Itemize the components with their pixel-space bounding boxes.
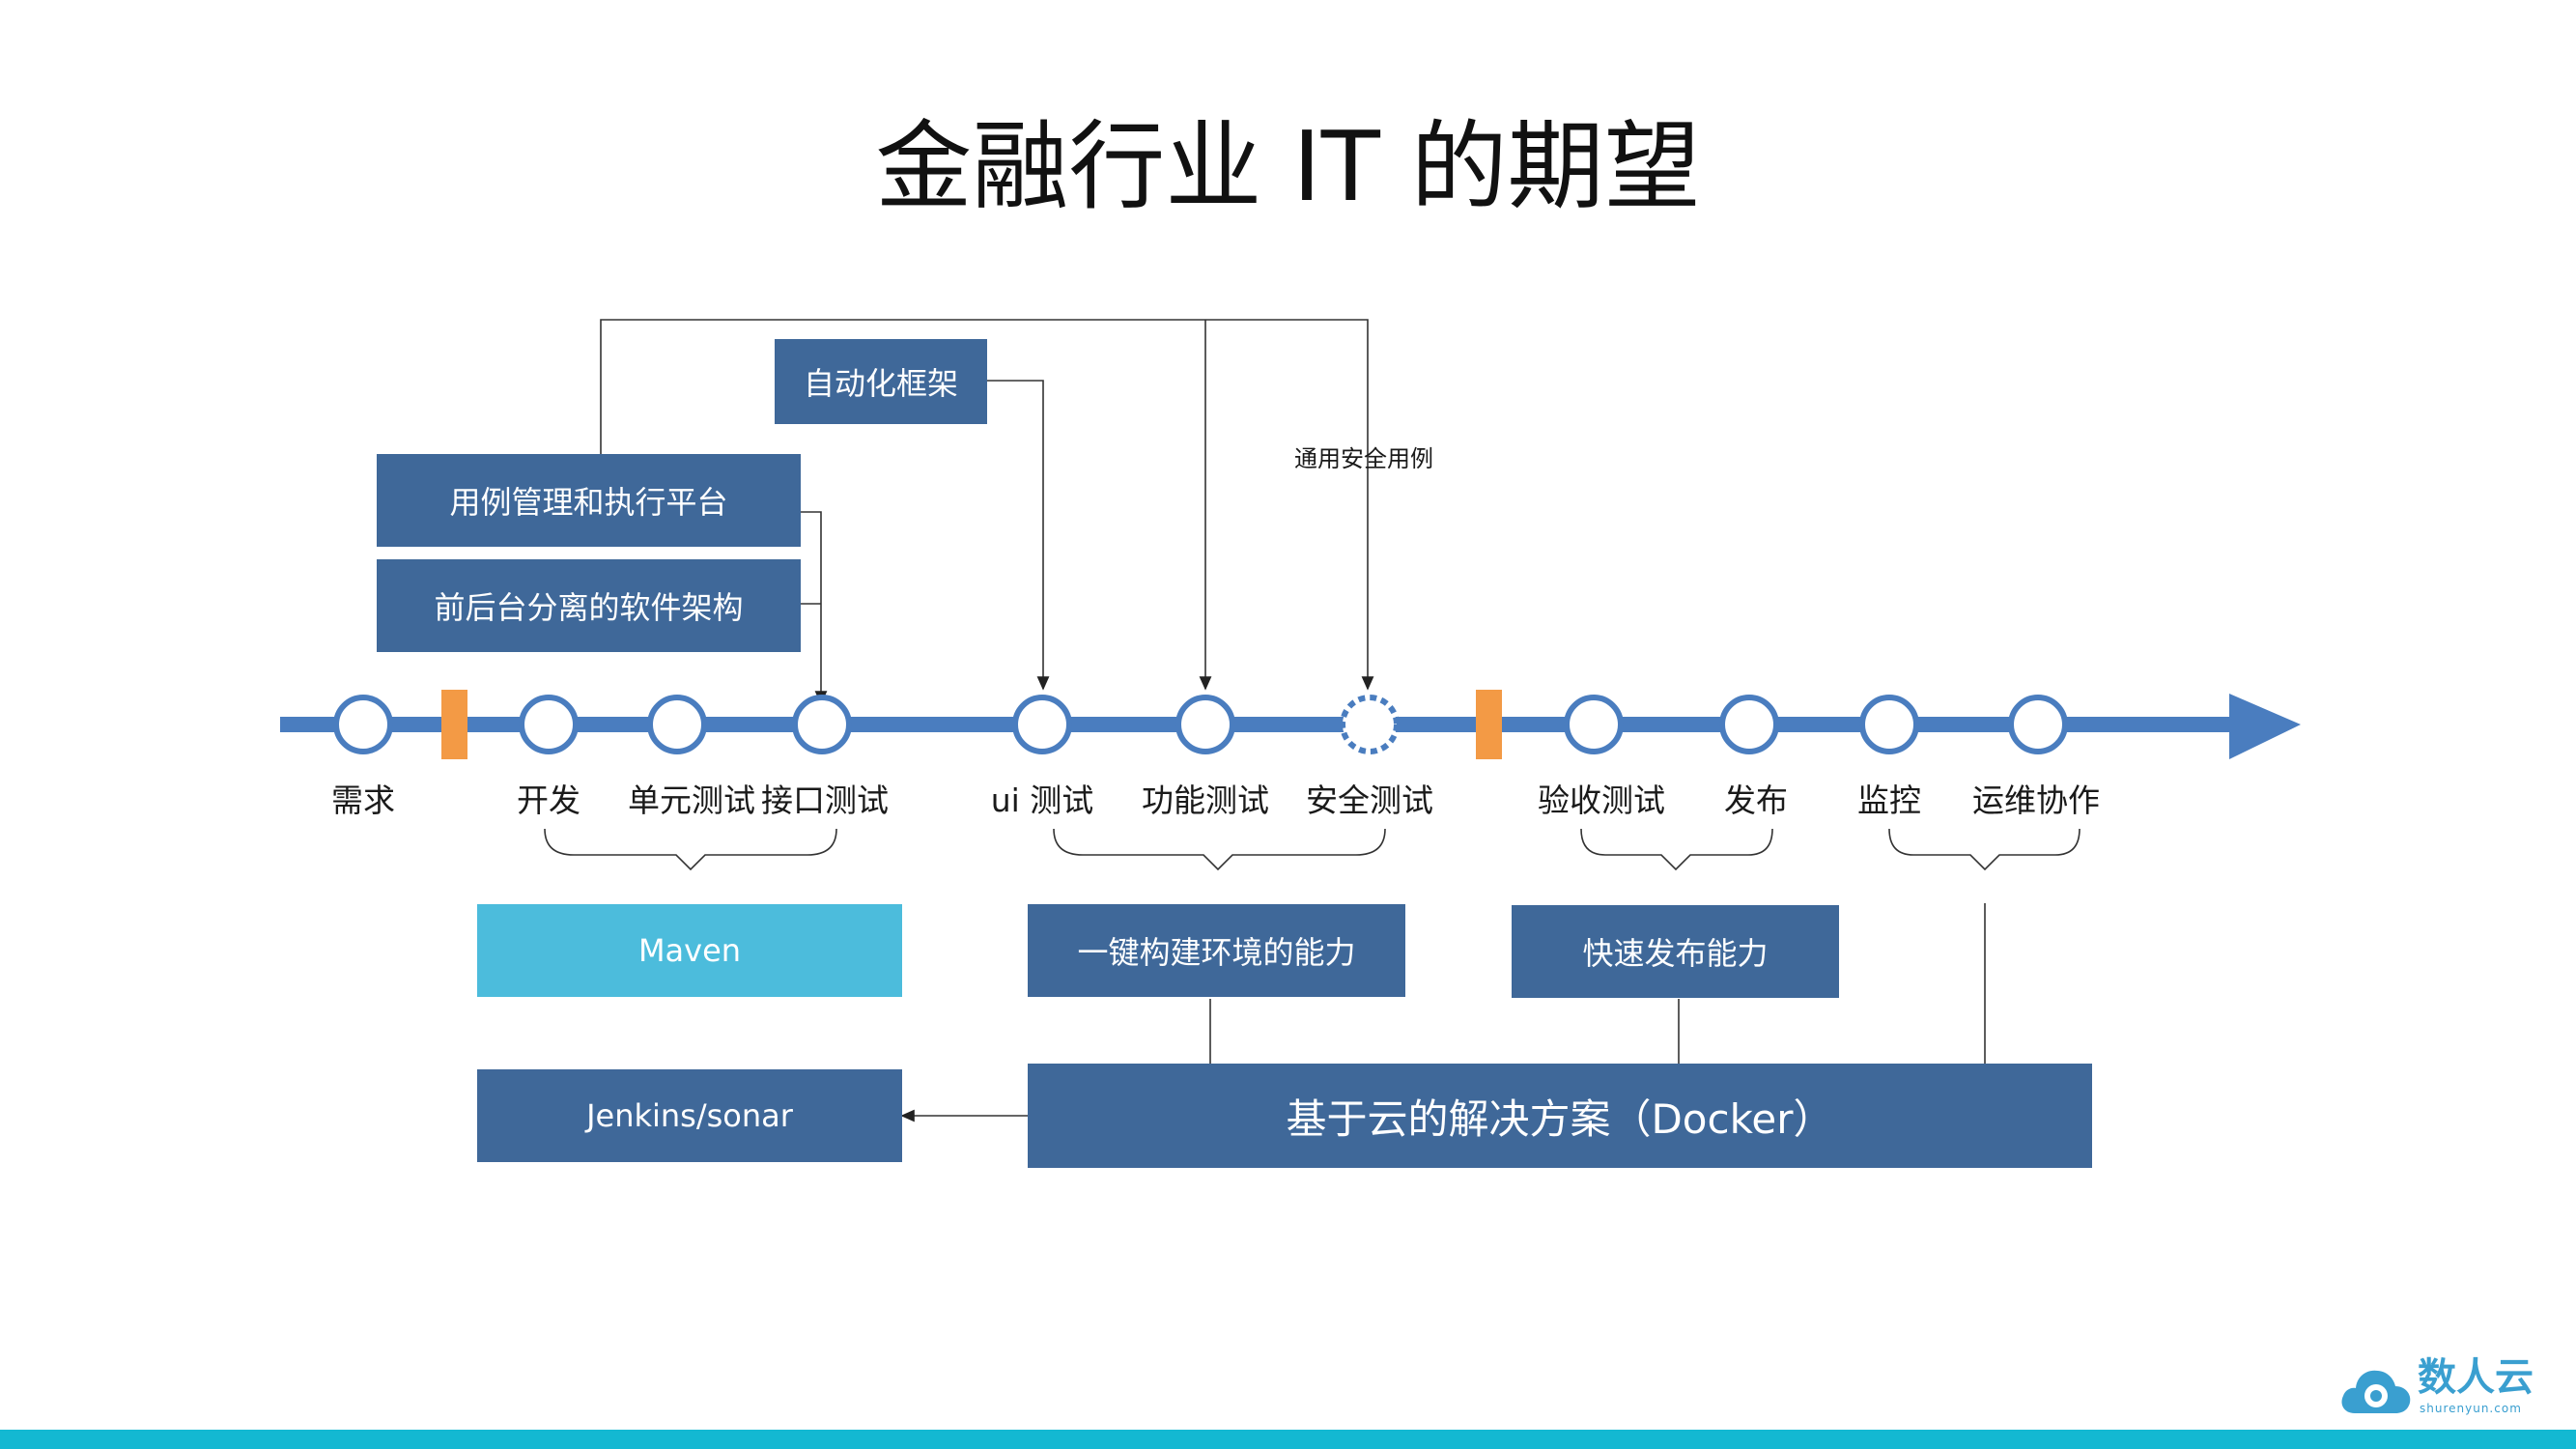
node-ui-test: [1012, 695, 1072, 754]
stage-marker-2: [1476, 690, 1502, 759]
node-monitor: [1859, 695, 1919, 754]
automation-framework-box: 自动化框架: [775, 339, 987, 424]
label-unit-test: 单元测试: [628, 781, 755, 819]
connector-automation-ui: [987, 380, 1050, 691]
architecture-box: 前后台分离的软件架构: [377, 559, 801, 652]
node-security-test: [1340, 695, 1400, 754]
brace-ops: [1888, 828, 2081, 871]
bottom-accent-bar: [0, 1430, 2576, 1449]
cloud-solution-box: 基于云的解决方案（Docker）: [1028, 1064, 2092, 1168]
label-security-test: 安全测试: [1306, 781, 1433, 819]
braces: [544, 828, 2081, 871]
label-develop: 开发: [517, 781, 580, 819]
label-function-test: 功能测试: [1142, 781, 1269, 819]
connector-platform-top: [600, 319, 1374, 691]
jenkins-box: Jenkins/sonar: [477, 1069, 902, 1162]
page-title: 金融行业 IT 的期望: [875, 110, 1701, 223]
connectors: [600, 319, 1986, 1122]
stage-marker-1: [441, 690, 467, 759]
node-function-test: [1175, 695, 1235, 754]
brace-release: [1580, 828, 1773, 871]
label-ui-test: ui 测试: [990, 781, 1094, 819]
node-develop: [519, 695, 579, 754]
connector-platform-api: [801, 511, 828, 705]
case-platform-box: 用例管理和执行平台: [377, 454, 801, 547]
node-acceptance-test: [1564, 695, 1624, 754]
node-api-test: [792, 695, 852, 754]
fast-release-box: 快速发布能力: [1512, 905, 1839, 998]
timeline-arrowhead: [2229, 694, 2301, 759]
brace-dev: [544, 828, 837, 871]
label-ops: 运维协作: [1972, 781, 2100, 819]
node-unit-test: [647, 695, 707, 754]
label-api-test: 接口测试: [761, 781, 889, 819]
node-requirement: [333, 695, 393, 754]
node-ops: [2008, 695, 2068, 754]
label-release: 发布: [1724, 781, 1788, 819]
label-requirement: 需求: [331, 781, 395, 819]
node-release: [1719, 695, 1779, 754]
label-monitor: 监控: [1857, 781, 1921, 819]
cloud-logo-icon: [2341, 1370, 2411, 1413]
logo-domain: shurenyun.com: [2420, 1402, 2522, 1415]
brace-test: [1053, 828, 1386, 871]
label-acceptance-test: 验收测试: [1538, 781, 1665, 819]
timeline-nodes: [333, 695, 2068, 754]
logo-name: 数人云: [2418, 1355, 2534, 1400]
security-cases-note: 通用安全用例: [1294, 445, 1433, 472]
one-click-env-box: 一键构建环境的能力: [1028, 904, 1405, 997]
maven-box: Maven: [477, 904, 902, 997]
